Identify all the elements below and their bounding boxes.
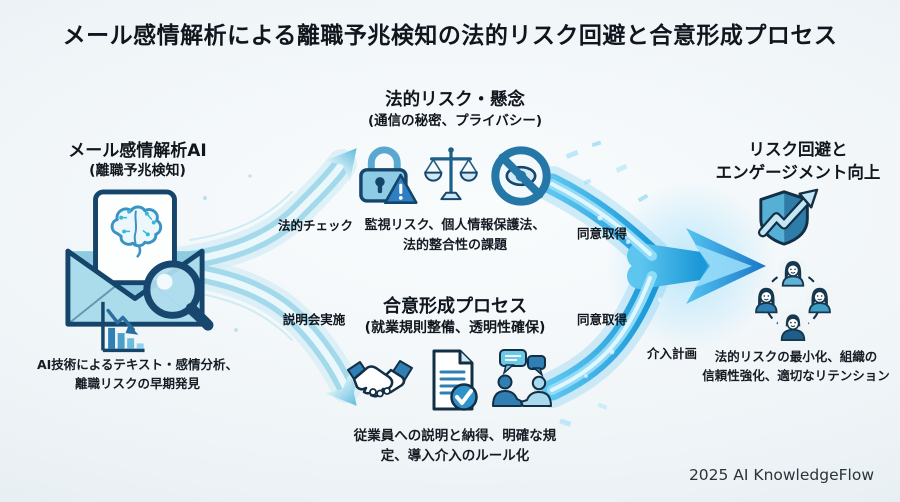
source-node-caption: AI技術によるテキスト・感情分析、 離職リスクの早期発見	[5, 356, 270, 394]
flow-label-legal-check: 法的チェック	[277, 218, 353, 233]
caption-line: 従業員への説明と納得、明確な規	[353, 428, 557, 444]
outcome-node-caption: 法的リスクの最小化、組織の 信頼性強化、適切なリテンション	[684, 348, 900, 386]
legal-node-caption: 監視リスク、個人情報保護法、 法的整合性の課題	[330, 216, 580, 255]
team-member	[754, 283, 781, 314]
flow-label-briefing: 説明会実施	[282, 312, 346, 327]
outcome-title-line: エンゲージメント向上	[715, 163, 881, 183]
converge-arrow	[534, 140, 766, 427]
flow-label-consent-bottom: 同意取得	[576, 312, 627, 327]
caption-line: 信頼性強化、適切なリテンション	[702, 367, 890, 383]
team-member	[777, 309, 809, 342]
handshake-icon	[346, 354, 414, 408]
document-check-icon	[426, 348, 478, 412]
consensus-node-subtitle: (就業規則整備、透明性確保)	[364, 320, 546, 336]
justice-scales-icon	[422, 140, 480, 210]
consensus-node-caption: 従業員への説明と納得、明確な規 定、導入介入のルール化	[316, 426, 594, 467]
caption-line: AI技術によるテキスト・感情分析、	[36, 357, 239, 372]
caption-line: 監視リスク、個人情報保護法、	[364, 218, 546, 233]
flow-label-consent-top: 同意取得	[576, 226, 627, 241]
caption-line: 法的リスクの最小化、組織の	[714, 349, 878, 364]
shield-growth-icon	[754, 186, 820, 248]
team-member	[805, 283, 832, 314]
outcome-title-line: リスク回避と	[748, 140, 848, 159]
source-node-title: メール感情解析AI	[68, 141, 207, 161]
flow-label-intervention: 介入計画	[646, 346, 697, 361]
declining-chart-icon	[96, 300, 148, 354]
split-arrow	[143, 148, 361, 406]
caption-line: 離職リスクの早期発見	[74, 375, 200, 391]
caption-line: 定、導入介入のルール化	[380, 448, 530, 465]
team-circle-icon	[754, 254, 832, 342]
discussion-icon	[488, 348, 554, 408]
legal-node-title: 法的リスク・懸念	[385, 90, 525, 110]
page-title: メール感情解析による離職予兆検知の法的リスク回避と合意形成プロセス	[62, 23, 838, 49]
source-node-subtitle: (離職予兆検知)	[89, 163, 186, 179]
no-surveillance-icon	[490, 145, 552, 207]
legal-node-subtitle: (通信の秘密、プライバシー)	[367, 113, 543, 129]
lock-warning-icon	[354, 141, 418, 209]
caption-line: 法的整合性の課題	[402, 237, 507, 253]
outcome-node-title: リスク回避と エンゲージメント向上	[690, 138, 900, 184]
team-member	[778, 256, 808, 287]
footer-credit: 2025 AI KnowledgeFlow	[688, 466, 874, 484]
consensus-node-title: 合意形成プロセス	[383, 296, 527, 317]
